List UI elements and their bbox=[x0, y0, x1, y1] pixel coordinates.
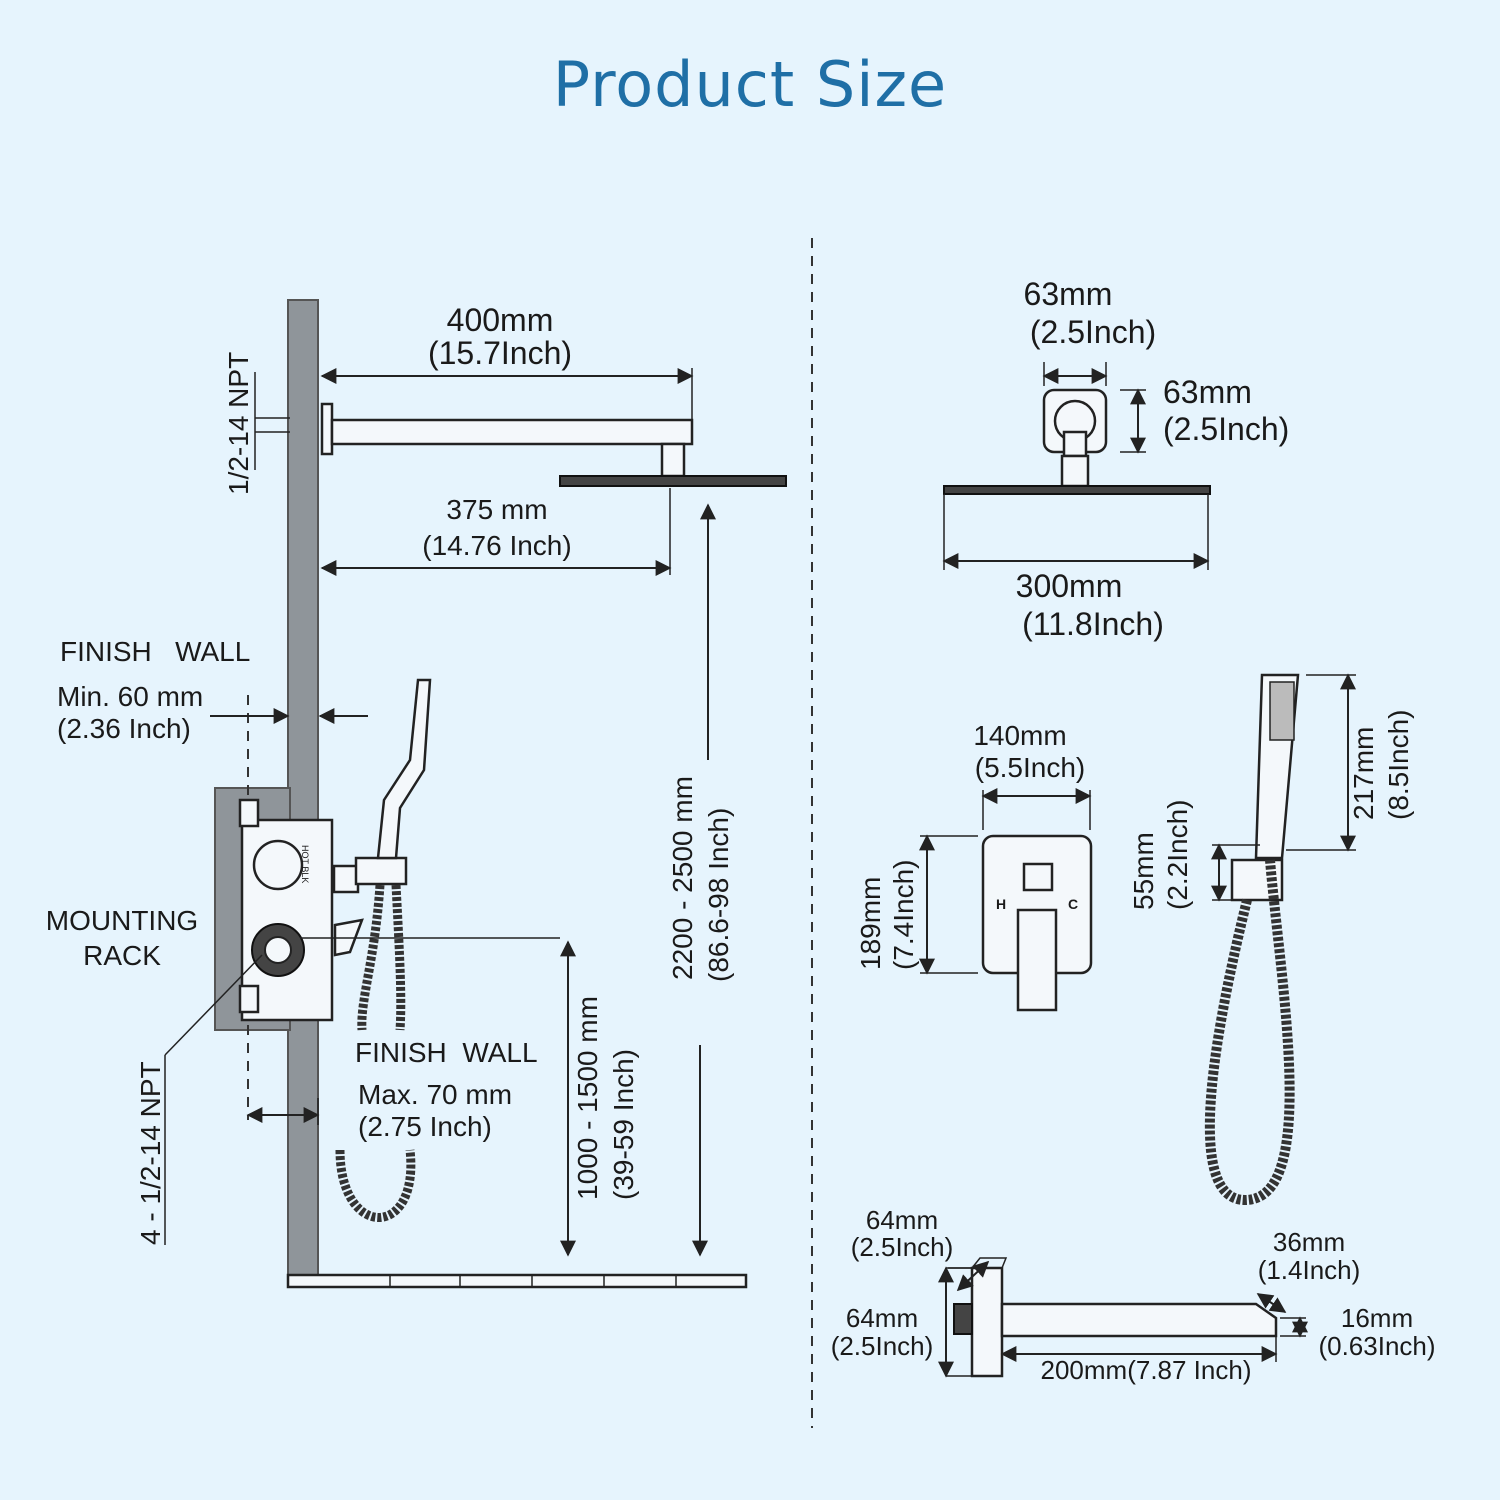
finish-max-mm: Max. 70 mm bbox=[358, 1079, 512, 1110]
head-height-mm: 2200 - 2500 mm bbox=[667, 776, 698, 980]
hose-front bbox=[1204, 859, 1295, 1206]
trim-handle bbox=[1016, 908, 1058, 1012]
trim-plate-detail bbox=[919, 788, 1093, 1012]
valve-height-mm: 1000 - 1500 mm bbox=[572, 996, 603, 1200]
valve-height-in: (39-59 Inch) bbox=[608, 1049, 639, 1200]
spout-tip-in: (1.4Inch) bbox=[1258, 1255, 1361, 1285]
svg-text:HOT BLK: HOT BLK bbox=[300, 845, 310, 883]
spout-thread bbox=[953, 1303, 973, 1335]
trim-width-mm: 140mm bbox=[973, 720, 1066, 751]
finish-min-mm: Min. 60 mm bbox=[57, 681, 203, 712]
trim-diverter bbox=[1022, 862, 1054, 892]
arm-reach-in: (14.76 Inch) bbox=[422, 530, 571, 561]
rain-shower-head-front bbox=[943, 485, 1211, 495]
npt-top-label: 1/2-14 NPT bbox=[223, 352, 254, 495]
flange-height-mm: 63mm bbox=[1163, 374, 1252, 410]
installation-view: HOT BLK bbox=[164, 299, 787, 1289]
trim-height-in: (7.4Inch) bbox=[888, 860, 919, 971]
flange-height-in: (2.5Inch) bbox=[1163, 411, 1289, 447]
handheld-holder bbox=[354, 856, 408, 886]
npt-leader bbox=[164, 954, 263, 1056]
arm-reach-mm: 375 mm bbox=[446, 494, 547, 525]
holder-height-in: (2.2Inch) bbox=[1162, 800, 1193, 911]
mounting-rack-label-2: RACK bbox=[83, 940, 161, 971]
page-title: Product Size bbox=[552, 48, 948, 121]
handheld-height-mm: 217mm bbox=[1348, 727, 1379, 820]
spout-flange bbox=[970, 1266, 1004, 1378]
spout-length: 200mm(7.87 Inch) bbox=[1041, 1355, 1252, 1385]
spout-flange-w-in: (2.5Inch) bbox=[851, 1232, 954, 1262]
mounting-rack-label-1: MOUNTING bbox=[46, 905, 198, 936]
finish-min-in: (2.36 Inch) bbox=[57, 713, 191, 744]
head-width-mm: 300mm bbox=[1016, 568, 1123, 604]
finish-wall-top-label: FINISH WALL bbox=[60, 636, 250, 667]
arm-flange bbox=[320, 402, 334, 456]
handheld-height-in: (8.5Inch) bbox=[1383, 710, 1414, 821]
spout-body bbox=[1000, 1302, 1278, 1338]
spout-flange-h-in: (2.5Inch) bbox=[831, 1331, 934, 1361]
handheld-shower bbox=[376, 678, 432, 860]
floor bbox=[286, 1273, 748, 1289]
trim-width-in: (5.5Inch) bbox=[975, 752, 1086, 783]
finish-max-in: (2.75 Inch) bbox=[358, 1111, 492, 1142]
spout-flange-h-mm: 64mm bbox=[846, 1303, 918, 1333]
flange-width-mm: 63mm bbox=[1024, 276, 1113, 312]
tub-spout-detail bbox=[938, 1257, 1308, 1378]
wall bbox=[287, 299, 319, 1288]
trim-cold-label: C bbox=[1068, 896, 1078, 912]
trim-hot-label: H bbox=[996, 896, 1006, 912]
spout-outlet-in: (0.63Inch) bbox=[1318, 1331, 1435, 1361]
spout-outlet-mm: 16mm bbox=[1341, 1303, 1413, 1333]
flange-width-in: (2.5Inch) bbox=[1030, 314, 1156, 350]
handheld-detail bbox=[1204, 673, 1356, 1206]
arm-length-in: (15.7Inch) bbox=[428, 335, 572, 371]
arm-length-mm: 400mm bbox=[447, 302, 554, 338]
shower-arm bbox=[330, 418, 694, 446]
head-height-in: (86.6-98 Inch) bbox=[703, 808, 734, 982]
shower-head-detail bbox=[942, 362, 1211, 570]
rain-shower-head-side bbox=[559, 475, 787, 487]
trim-height-mm: 189mm bbox=[855, 877, 886, 970]
npt-bottom-label: 4 - 1/2-14 NPT bbox=[135, 1061, 166, 1245]
valve-port-top bbox=[252, 839, 304, 891]
head-width-in: (11.8Inch) bbox=[1022, 606, 1164, 642]
holder-height-mm: 55mm bbox=[1128, 832, 1159, 910]
finish-wall-bottom-label: FINISH WALL bbox=[355, 1037, 538, 1068]
spout-flange-w-mm: 64mm bbox=[866, 1205, 938, 1235]
spout-tip-mm: 36mm bbox=[1273, 1227, 1345, 1257]
